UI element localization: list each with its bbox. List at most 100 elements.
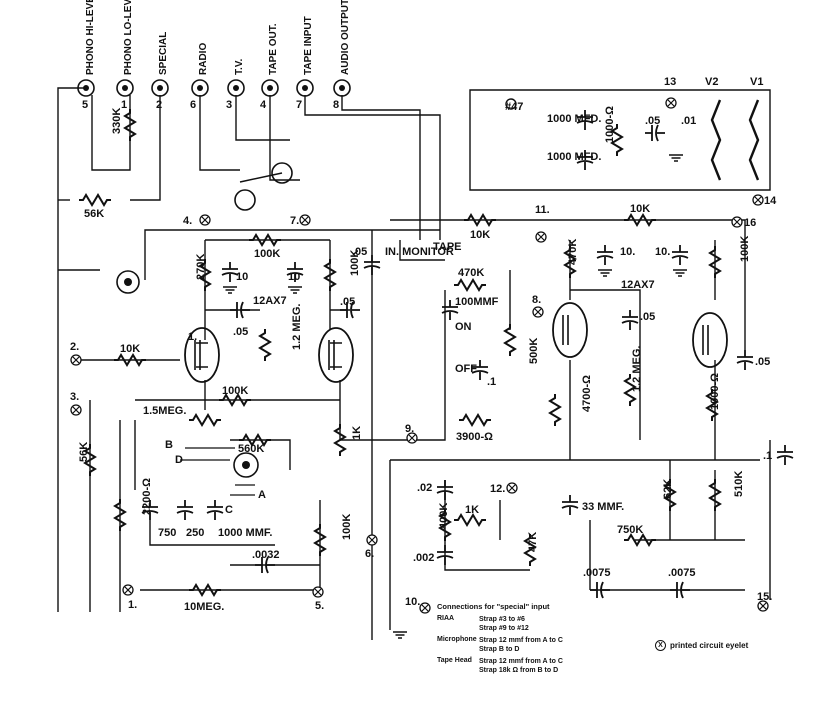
jack-tape-input[interactable] — [296, 79, 314, 97]
power-supply: #47 1000 MFD. 1000 MFD. 1000-Ω .05 .01 V… — [505, 76, 763, 181]
term-3: 3. — [70, 391, 79, 403]
tube-v1-label: V1 — [750, 76, 763, 88]
jack-special[interactable] — [151, 79, 169, 97]
r-10meg: 10MEG. — [184, 601, 224, 613]
c-0075-a: .0075 — [583, 567, 611, 579]
r-2200: 2200-Ω — [141, 478, 153, 515]
c-10-c: 10. — [620, 246, 635, 258]
pin-1: 1 — [121, 99, 127, 111]
notes-line: Strap 12 mmf from A to C — [479, 637, 563, 644]
c-1000mfd-a: 1000 MFD. — [547, 113, 601, 125]
input-selector-switch[interactable] — [116, 162, 293, 496]
r-10k-c: 10K — [630, 203, 650, 215]
r-470k-a: 470K — [567, 239, 579, 265]
term-13: 13 — [664, 76, 676, 88]
notes-line: Strap 18k Ω from B to D — [479, 667, 559, 674]
term-2: 2. — [70, 341, 79, 353]
input-jacks — [77, 79, 351, 97]
pin-5: 5 — [82, 99, 88, 111]
r-10k-b: 10K — [470, 229, 490, 241]
c-05-a: .05 — [233, 326, 248, 338]
notes-row-name: Tape Head — [437, 657, 472, 664]
r-100k-b: 100K — [349, 250, 361, 276]
r-510k: 510K — [733, 471, 745, 497]
notes-line: Strap B to D — [479, 646, 520, 653]
r-12meg-a: 1.2 MEG. — [291, 304, 303, 350]
pin-3: 3 — [226, 99, 232, 111]
term-11: 11. — [535, 204, 550, 216]
jack-tv[interactable] — [227, 79, 245, 97]
r-56k-side: 56K — [78, 442, 90, 462]
c-002: .002 — [413, 552, 434, 564]
c-05-top: .05 — [645, 115, 660, 127]
label-tape: TAPE — [433, 241, 462, 253]
label-phono-hi: PHONO HI-LEVEL — [85, 0, 96, 75]
eyelets: 1. 2. 3. 4. 5. 6. 7. 8. 9. 10. 11. 12. 1… — [70, 76, 777, 614]
special-input-notes: Connections for "special" input RIAA Str… — [437, 602, 697, 678]
r-330k: 330K — [111, 108, 123, 134]
jack-tape-out[interactable] — [261, 79, 279, 97]
pin-2: 2 — [156, 99, 162, 111]
label-tv: T.V. — [234, 58, 245, 75]
r-10k-a: 10K — [120, 343, 140, 355]
label-on: ON — [455, 321, 472, 333]
label-phono-lo: PHONO LO-LEVEL — [123, 0, 134, 75]
pin-6: 6 — [190, 99, 196, 111]
eyelet-legend: X printed circuit eyelet — [655, 640, 748, 651]
tube-v1-right — [318, 327, 354, 383]
c-05-d: .05 — [640, 311, 655, 323]
term-14: 14 — [764, 195, 777, 207]
r-750k: 750K — [617, 524, 643, 536]
term-10: 10. — [405, 596, 420, 608]
c-05-c: .05 — [352, 246, 367, 258]
r-1k-a: 1K — [351, 426, 363, 440]
term-16: 16 — [744, 217, 756, 229]
r-4700: 4700-Ω — [581, 375, 593, 412]
c-05-b: .05 — [340, 296, 355, 308]
c-0032: .0032 — [252, 549, 280, 561]
sel-b: B — [165, 439, 173, 451]
jack-radio[interactable] — [191, 79, 209, 97]
term-1: 1. — [128, 599, 137, 611]
tube-label-right: 12AX7 — [621, 279, 655, 291]
notes-line: Strap #9 to #12 — [479, 625, 529, 632]
r-560k: 560K — [238, 443, 264, 455]
c-1000mfd-b: 1000 MFD. — [547, 151, 601, 163]
right-stage-components: 10K 10K 10. 10. 470K 100K 470K 100MMF 50… — [413, 203, 794, 599]
left-stage-components: 330K 56K 270K 100K 10 10 100K .05 .05 .0… — [78, 108, 381, 613]
pin-8: 8 — [333, 99, 339, 111]
c-01-top: .01 — [681, 115, 696, 127]
pin-7: 7 — [296, 99, 302, 111]
notes-line: Strap #3 to #6 — [479, 616, 525, 623]
label-radio: RADIO — [198, 43, 209, 75]
term-8: 8. — [532, 294, 541, 306]
c-33mmf: 33 MMF. — [582, 501, 624, 513]
r-470k-b: 470K — [458, 267, 484, 279]
eyelet-legend-text: printed circuit eyelet — [670, 641, 749, 650]
sel-c: C — [225, 504, 233, 516]
c-100mmf: 100MMF — [455, 296, 499, 308]
term-6: 6. — [365, 548, 374, 560]
pin-4: 4 — [260, 99, 267, 111]
tube-label-left: 12AX7 — [253, 295, 287, 307]
r-270k: 270K — [195, 254, 207, 280]
r-56k-top: 56K — [84, 208, 104, 220]
r-1k-b: 1K — [465, 504, 479, 516]
notes-row-microphone: Microphone Strap 12 mmf from A to C Strap… — [437, 636, 697, 654]
notes-row-name: Microphone — [437, 636, 477, 643]
label-special: SPECIAL — [158, 32, 169, 75]
monitor-switch[interactable]: IN. MONITOR TAPE ON OFF — [385, 241, 477, 375]
svg-text:1.: 1. — [188, 331, 197, 343]
r-100k-c: 100K — [341, 514, 353, 540]
r-1000-b: 1000-Ω — [709, 373, 721, 410]
r-47k: 47K — [527, 532, 539, 552]
r-3900: 3900-Ω — [456, 431, 493, 443]
term-9: 9. — [405, 423, 414, 435]
notes-title: Connections for "special" input — [437, 602, 550, 611]
jack-audio-output[interactable] — [333, 79, 351, 97]
jack-phono-lo[interactable] — [116, 79, 134, 97]
r-12meg-b: 1.2 MEG. — [631, 346, 643, 392]
